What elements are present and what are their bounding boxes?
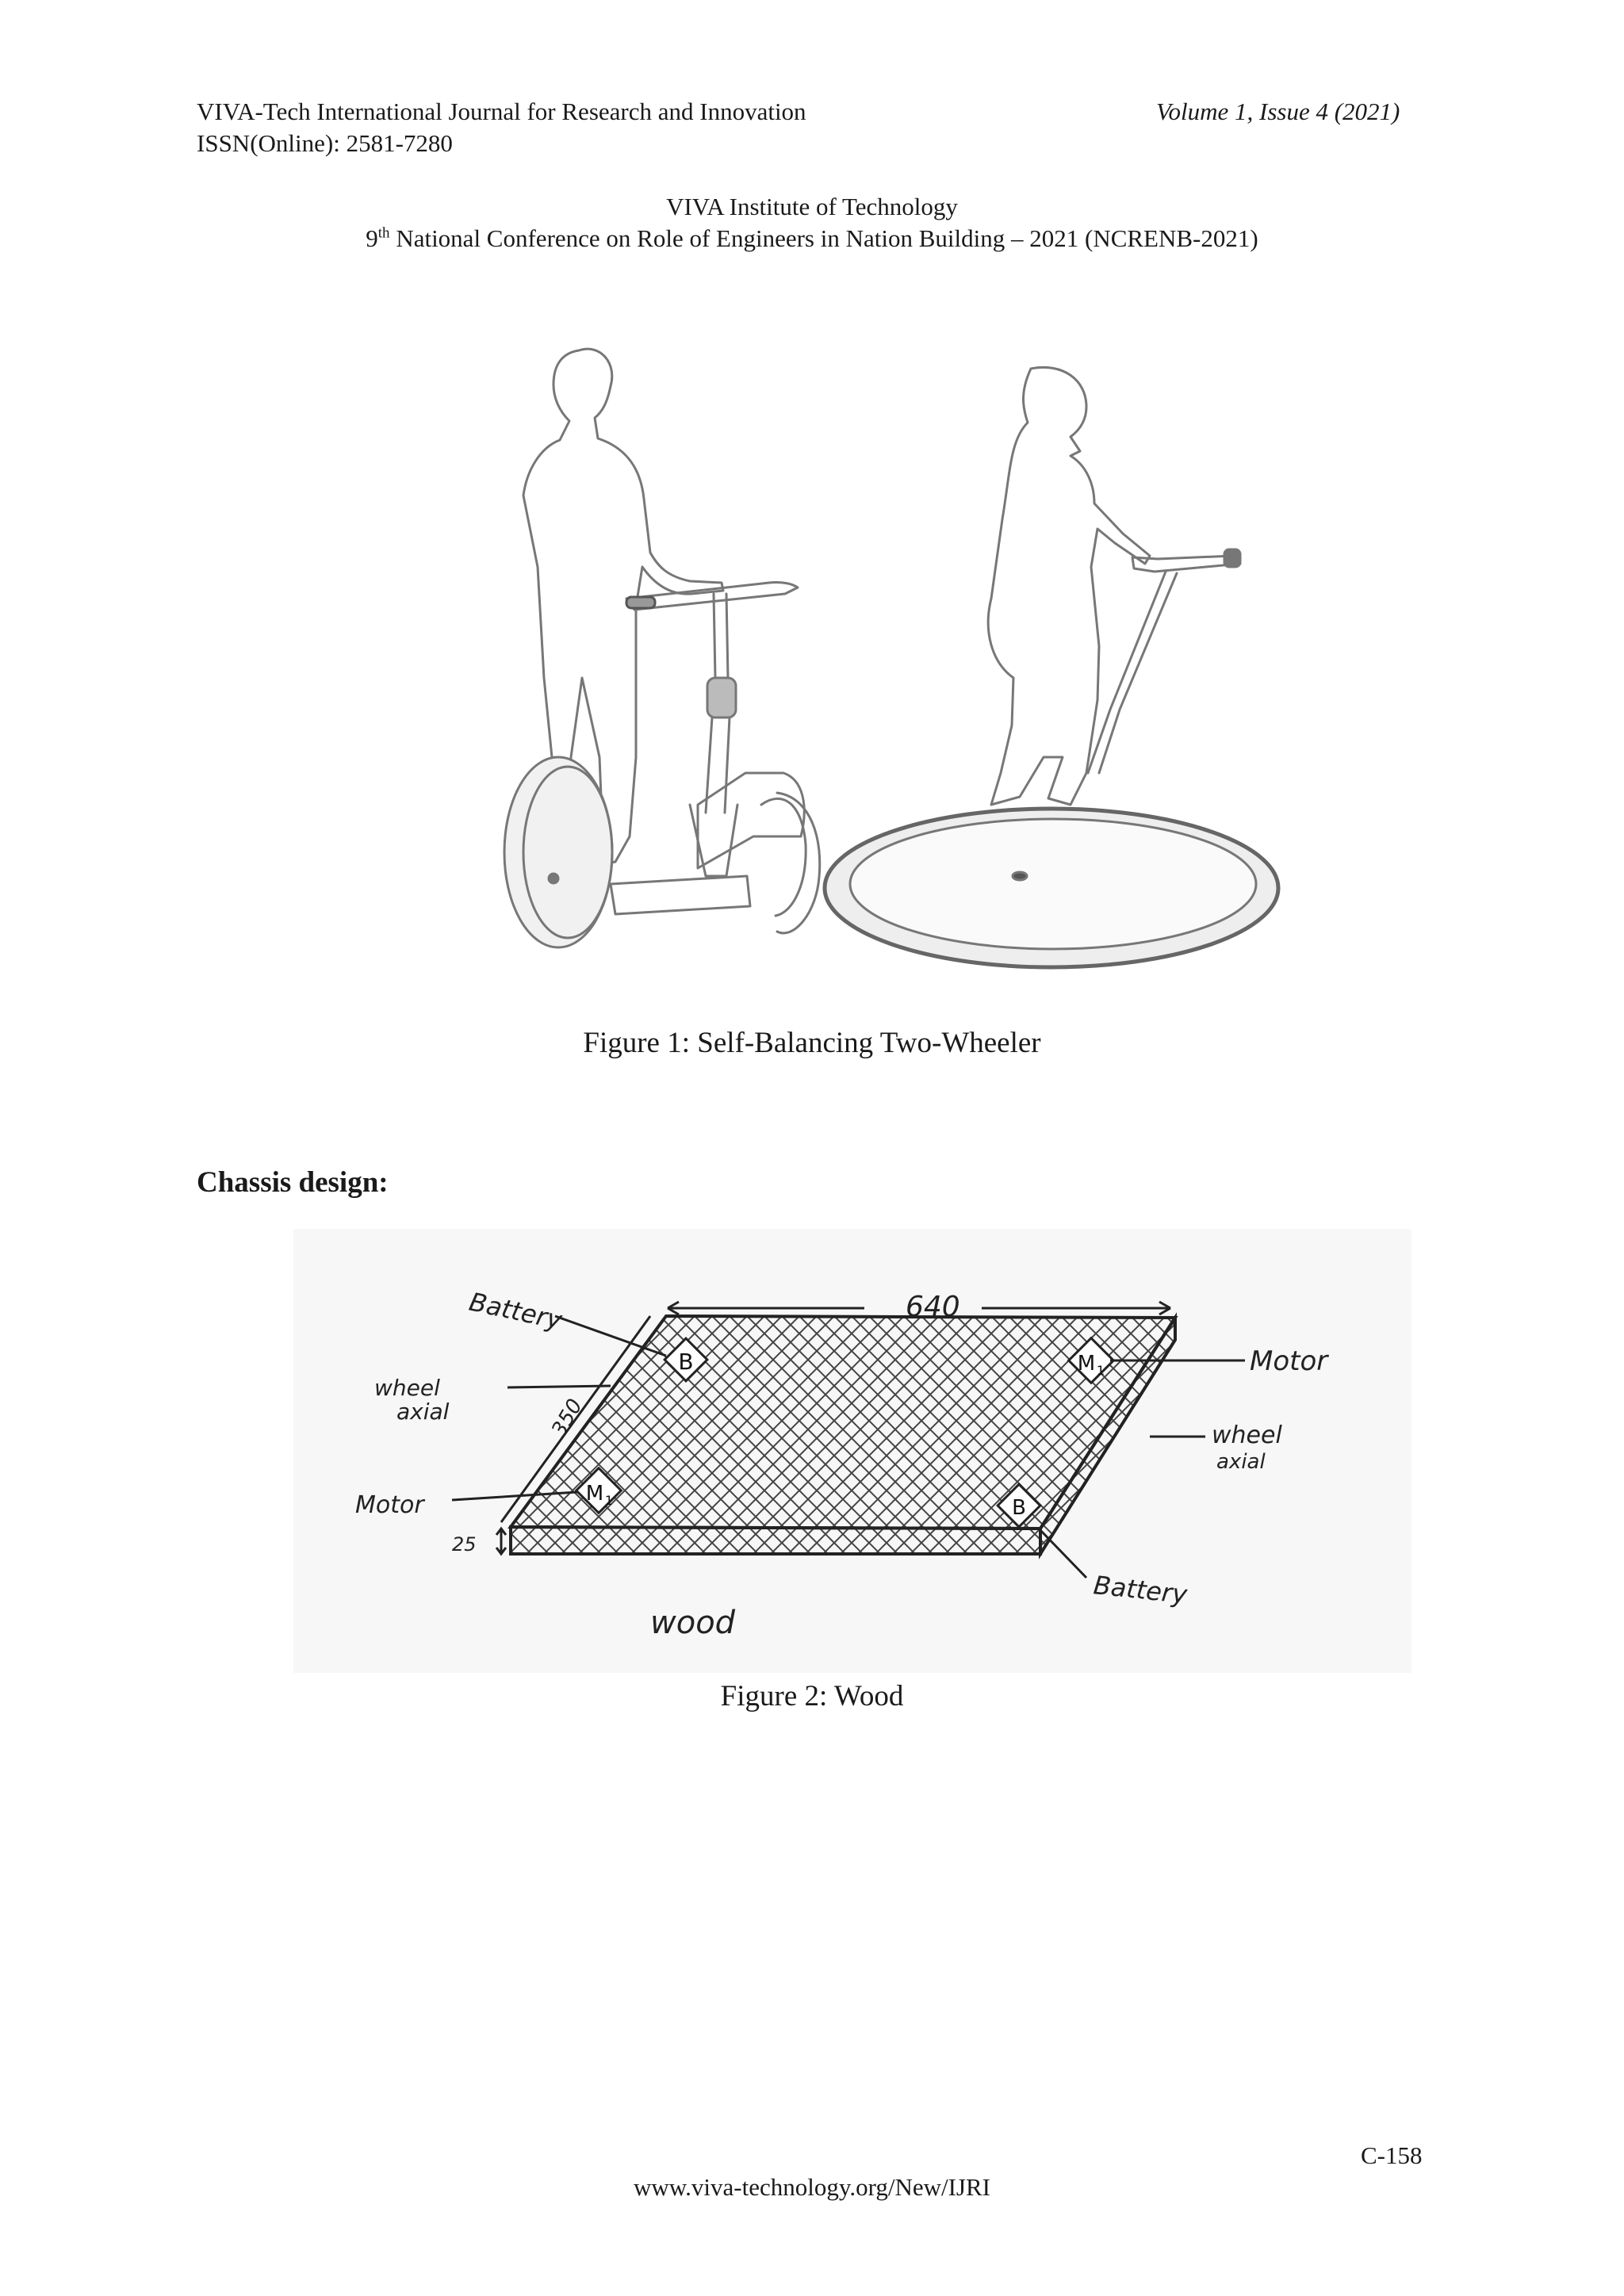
issn: ISSN(Online): 2581-7280 (197, 129, 453, 157)
motor-marker-right (1067, 1336, 1116, 1385)
motor-marker-left (574, 1466, 623, 1515)
marker-m-right-sub: 1 (1097, 1363, 1105, 1378)
wheel-left-leader (507, 1384, 611, 1389)
battery-marker-top (663, 1337, 709, 1383)
figure1-caption: Figure 1: Self-Balancing Two-Wheeler (583, 1027, 1041, 1059)
marker-m-left-sub: 1 (605, 1493, 613, 1508)
label-motor-right: Motor (1250, 1345, 1329, 1377)
label-thickness: 25 (452, 1533, 477, 1556)
thickness-dimension-line (495, 1526, 508, 1556)
conference-title: National Conference on Role of Engineers… (389, 224, 1258, 252)
label-motor-left: Motor (355, 1491, 425, 1519)
figure2-illustration: B M 1 M 1 B Battery 640 Motor wheel axia… (293, 1229, 1411, 1673)
conference-ordinal: th (377, 224, 390, 242)
battery-top-leader (554, 1314, 667, 1357)
label-wheel-left-1: wheel (374, 1375, 440, 1401)
motor-left-leader (451, 1490, 578, 1502)
conference-number: 9 (366, 224, 378, 252)
label-wheel-right-1: wheel (1212, 1422, 1282, 1449)
right-rider-outline (986, 366, 1151, 806)
marker-b-bottom: B (1012, 1496, 1026, 1520)
marker-b-top: B (678, 1349, 693, 1375)
board-front-face (509, 1525, 1042, 1556)
figure1-illustration (503, 347, 1281, 970)
board-side-face (1039, 1312, 1177, 1559)
label-wood: wood (650, 1605, 736, 1641)
section-heading: Chassis design: (197, 1166, 389, 1199)
right-scooter (822, 548, 1281, 970)
marker-m-right: M (1078, 1352, 1095, 1376)
label-wheel-right-2: axial (1216, 1450, 1266, 1474)
footer-url[interactable]: www.viva-technology.org/New/IJRI (634, 2173, 990, 2201)
marker-m-left: M (586, 1482, 603, 1506)
label-wheel-left-2: axial (396, 1399, 450, 1425)
conference-name: 9th National Conference on Role of Engin… (0, 224, 1624, 254)
width-dimension-line (500, 1315, 652, 1523)
journal-title: VIVA-Tech International Journal for Rese… (197, 98, 806, 125)
page-number: C-158 (1361, 2141, 1423, 2169)
figure2-caption: Figure 2: Wood (720, 1680, 904, 1712)
left-scooter (503, 581, 822, 949)
left-rider-outline (522, 347, 725, 878)
label-length: 640 (906, 1291, 960, 1323)
battery-bottom-leader (1039, 1529, 1088, 1579)
battery-marker-bottom (996, 1483, 1042, 1529)
volume-info: Volume 1, Issue 4 (2021) (1156, 98, 1400, 125)
institute-name: VIVA Institute of Technology (666, 193, 958, 220)
